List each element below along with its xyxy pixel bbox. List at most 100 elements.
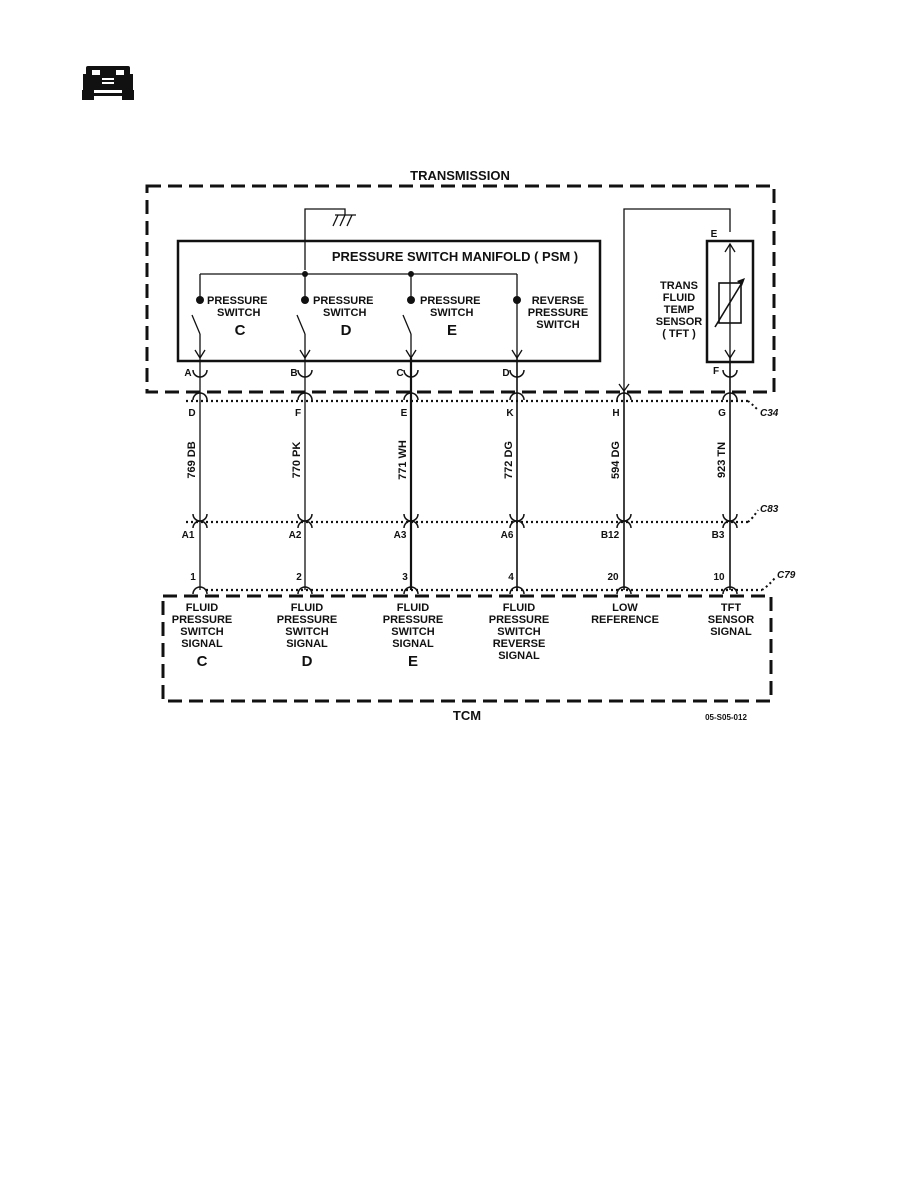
c34-label: C34 bbox=[760, 408, 779, 419]
c34-pin: K bbox=[506, 408, 514, 419]
switch-d-label-2: SWITCH bbox=[323, 307, 366, 319]
tcm-reverse-signal-line: FLUID bbox=[503, 602, 535, 614]
psm-title: PRESSURE SWITCH MANIFOLD ( PSM ) bbox=[332, 249, 578, 264]
wire-label-923: 923 TN bbox=[716, 442, 728, 478]
tcm-title: TCM bbox=[453, 708, 481, 723]
c83-pin: B3 bbox=[712, 530, 725, 541]
switch-c-label-2: SWITCH bbox=[217, 307, 260, 319]
switch-d-label-1: PRESSURE bbox=[313, 295, 374, 307]
psm-pin-b: B bbox=[290, 368, 297, 379]
tft-label-1: TRANS bbox=[660, 280, 698, 292]
reverse-switch-label-1: REVERSE bbox=[532, 295, 585, 307]
wire-runs bbox=[199, 358, 731, 590]
c83-label: C83 bbox=[760, 504, 779, 515]
c79-terminals bbox=[192, 586, 738, 595]
c83-pin: A3 bbox=[394, 530, 407, 541]
tcm-tft-signal-line: SIGNAL bbox=[710, 626, 752, 638]
tcm-signal-c-line: PRESSURE bbox=[172, 614, 233, 626]
tcm-signal-d-line: PRESSURE bbox=[277, 614, 338, 626]
switch-d-letter: D bbox=[341, 322, 352, 339]
c34-pin: H bbox=[612, 408, 619, 419]
tcm-reverse-signal-line: SIGNAL bbox=[498, 650, 540, 662]
tcm-signal-c-letter: C bbox=[197, 653, 208, 670]
ground-icon bbox=[332, 214, 356, 227]
ground-wire bbox=[304, 208, 346, 270]
wire-label-770: 770 PK bbox=[291, 442, 303, 479]
tft-pin-f: F bbox=[713, 366, 719, 377]
reverse-switch-label-3: SWITCH bbox=[536, 319, 579, 331]
c79-pin: 1 bbox=[190, 572, 196, 583]
thermistor-icon bbox=[718, 282, 742, 324]
tcm-tft-signal-line: SENSOR bbox=[708, 614, 755, 626]
tft-pin-e: E bbox=[711, 229, 718, 240]
svg-text:594 DG: 594 DG bbox=[610, 441, 622, 479]
svg-text:771 WH: 771 WH bbox=[397, 440, 409, 480]
svg-text:769 DB: 769 DB bbox=[186, 441, 198, 478]
pressure-switch-c bbox=[191, 274, 206, 360]
switch-e-letter: E bbox=[447, 322, 457, 339]
c34-pin: E bbox=[401, 408, 408, 419]
c79-pin: 10 bbox=[713, 572, 725, 583]
psm-pin-d: D bbox=[502, 368, 509, 379]
c34-pin: F bbox=[295, 408, 301, 419]
c83-pin: A6 bbox=[501, 530, 514, 541]
tcm-tft-signal-line: TFT bbox=[721, 602, 741, 614]
tcm-signal-c-line: FLUID bbox=[186, 602, 218, 614]
psm-pin-a: A bbox=[184, 368, 191, 379]
thermistor-arrowhead bbox=[737, 278, 745, 286]
tcm-signal-d-line: SWITCH bbox=[285, 626, 328, 638]
tcm-reverse-signal-line: REVERSE bbox=[493, 638, 546, 650]
tcm-signal-e-line: SIGNAL bbox=[392, 638, 434, 650]
figure-id: 05-S05-012 bbox=[705, 713, 747, 722]
reverse-switch-label-2: PRESSURE bbox=[528, 307, 589, 319]
tft-label-4: SENSOR bbox=[656, 316, 703, 328]
psm-pin-c: C bbox=[396, 368, 403, 379]
tft-label-5: ( TFT ) bbox=[662, 328, 696, 340]
c83-terminals bbox=[192, 513, 738, 529]
c34-leader bbox=[747, 400, 759, 411]
c34-pin: G bbox=[718, 408, 726, 419]
c34-arrows bbox=[618, 383, 630, 393]
c79-pin: 4 bbox=[508, 572, 514, 583]
thermistor-slash bbox=[714, 280, 744, 328]
tcm-signal-e-line: FLUID bbox=[397, 602, 429, 614]
wire-label-594: 594 DG bbox=[610, 441, 622, 479]
c79-leader bbox=[761, 577, 776, 591]
tcm-signal-e-line: PRESSURE bbox=[383, 614, 444, 626]
switch-c-label-1: PRESSURE bbox=[207, 295, 268, 307]
tcm-signal-e-line: SWITCH bbox=[391, 626, 434, 638]
c34-terminals bbox=[192, 369, 738, 401]
svg-text:772 DG: 772 DG bbox=[503, 441, 515, 479]
pressure-switch-e bbox=[402, 274, 417, 360]
c83-pin: A1 bbox=[182, 530, 195, 541]
c83-pin: A2 bbox=[289, 530, 302, 541]
tcm-boundary bbox=[161, 594, 773, 703]
wire-label-769: 769 DB bbox=[186, 441, 198, 478]
tcm-low-reference-line: REFERENCE bbox=[591, 614, 659, 626]
tcm-reverse-signal-line: PRESSURE bbox=[489, 614, 550, 626]
c83-pin: B12 bbox=[601, 530, 620, 541]
tft-low-reference-wire bbox=[623, 208, 731, 390]
c79-pin: 3 bbox=[402, 572, 408, 583]
switch-e-label-1: PRESSURE bbox=[420, 295, 481, 307]
pressure-switch-d bbox=[296, 274, 311, 360]
psm-box bbox=[176, 239, 602, 363]
tcm-signal-d-line: FLUID bbox=[291, 602, 323, 614]
transmission-title: TRANSMISSION bbox=[410, 168, 510, 183]
tft-top-arrow bbox=[724, 242, 736, 253]
c79-label: C79 bbox=[777, 570, 796, 581]
c79-pin: 2 bbox=[296, 572, 302, 583]
tcm-signal-c-line: SIGNAL bbox=[181, 638, 223, 650]
reverse-pressure-switch bbox=[511, 274, 523, 360]
switch-c-letter: C bbox=[235, 322, 246, 339]
svg-text:923 TN: 923 TN bbox=[716, 442, 728, 478]
tft-label-2: FLUID bbox=[663, 292, 695, 304]
c79-pin: 20 bbox=[607, 572, 619, 583]
tcm-reverse-signal-line: SWITCH bbox=[497, 626, 540, 638]
tcm-signal-e-letter: E bbox=[408, 653, 418, 670]
switch-e-label-2: SWITCH bbox=[430, 307, 473, 319]
tcm-signal-c-line: SWITCH bbox=[180, 626, 223, 638]
wire-label-771: 771 WH bbox=[397, 440, 409, 480]
tcm-signal-d-line: SIGNAL bbox=[286, 638, 328, 650]
